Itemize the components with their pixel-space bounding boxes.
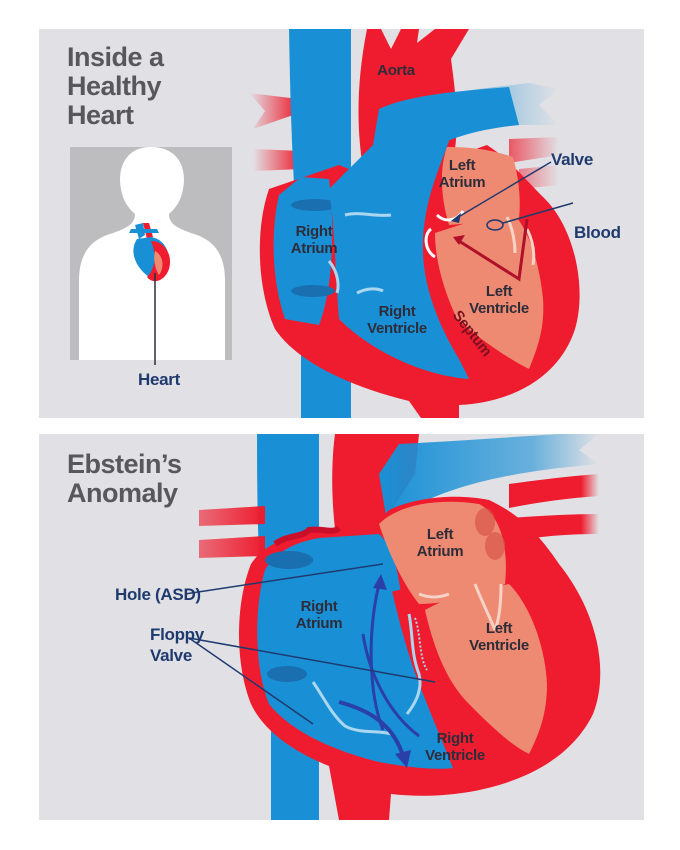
heart-callout-label: Heart [138,370,180,389]
left-atrium-chamber [441,147,520,225]
right-ventricle-label: Right Ventricle [367,303,427,337]
hole-asd-callout-label: Hole (ASD) [115,585,201,604]
right-ventricle-chamber [329,130,469,379]
ebstein-left-atrium-label: Left Atrium [416,526,464,560]
panel-title-healthy: Inside a Healthy Heart [67,42,164,130]
ebstein-anomaly-panel: Ebstein’s Anomaly Left Atrium Right Atri… [39,434,644,820]
blood-callout-label: Blood [574,223,621,242]
ebstein-right-ventricle-label: Right Ventricle [425,730,485,764]
right-atrium-label: Right Atrium [290,223,338,257]
left-ventricle-label: Left Ventricle [469,283,529,317]
left-atrium-label: Left Atrium [438,157,486,191]
valve-callout-label: Valve [551,150,593,169]
panel-title-ebstein: Ebstein’s Anomaly [67,449,182,508]
healthy-heart-illustration [70,29,580,418]
ebstein-left-ventricle-label: Left Ventricle [469,620,529,654]
healthy-heart-panel: Inside a Healthy Heart Heart Aorta Left … [39,29,644,418]
ebstein-heart-illustration [184,434,601,820]
body-silhouette-inset [70,147,232,365]
floppy-valve-callout-label: Floppy Valve [150,625,204,665]
ebstein-right-atrium-label: Right Atrium [295,598,343,632]
aorta-label: Aorta [377,62,415,79]
